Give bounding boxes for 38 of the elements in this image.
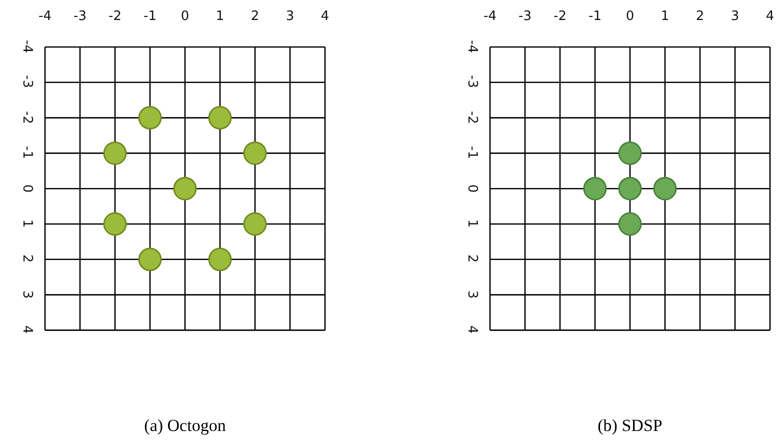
tick-label: -3	[518, 9, 532, 24]
tick-label: -2	[108, 9, 122, 24]
tick-label: 3	[284, 9, 296, 24]
tick-label: 4	[764, 9, 776, 24]
tick-label: -4	[38, 9, 52, 24]
tick-label: 1	[660, 9, 670, 24]
tick-label: 1	[464, 218, 480, 230]
tick-label: 0	[20, 182, 34, 194]
tick-label: 4	[320, 9, 330, 24]
tick-label: 1	[20, 218, 34, 230]
tick-label: -1	[20, 145, 34, 162]
caption: (a) Octogon	[143, 416, 227, 436]
tick-label: 4	[20, 324, 34, 336]
tick-label: -1	[142, 9, 158, 24]
tick-label: 2	[694, 9, 706, 24]
tick-label: -4	[20, 39, 34, 55]
tick-label: 1	[214, 9, 226, 24]
tick-label: -3	[20, 74, 34, 90]
tick-label: -4	[464, 39, 480, 55]
tick-label: -1	[464, 145, 480, 162]
tick-label: 0	[624, 9, 636, 24]
tick-label: -1	[588, 9, 602, 24]
tick-label: 0	[180, 9, 190, 24]
tick-label: 3	[20, 289, 34, 300]
tick-label: 0	[464, 182, 480, 194]
tick-label: 2	[20, 254, 34, 266]
tick-label: 2	[250, 9, 260, 24]
tick-label: -2	[552, 9, 568, 24]
tick-label: -4	[482, 9, 498, 24]
tick-label: 3	[464, 289, 480, 300]
tick-label: 4	[464, 324, 480, 336]
tick-label: -2	[20, 110, 34, 126]
tick-label: -2	[464, 110, 480, 126]
tick-label: 3	[730, 9, 740, 24]
tick-label: -3	[72, 9, 88, 24]
tick-label: -3	[464, 74, 480, 90]
tick-label: 2	[464, 254, 480, 266]
caption: (b) SDSP	[596, 416, 664, 436]
